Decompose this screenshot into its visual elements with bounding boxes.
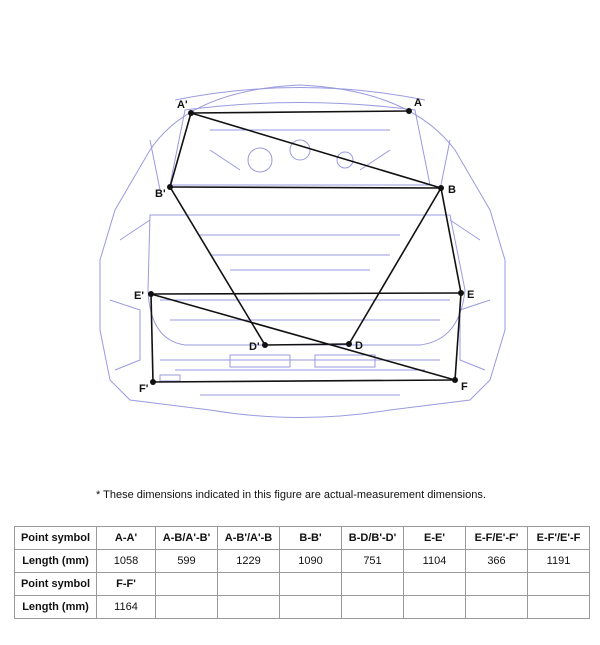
dimension-table: Point symbol A-A' A-B/A'-B' A-B'/A'-B B-… <box>14 526 590 619</box>
label-d: D <box>355 340 363 352</box>
empty-cell <box>279 572 342 596</box>
empty-cell <box>403 595 466 619</box>
empty-cell <box>155 595 218 619</box>
length-cell: 1191 <box>527 549 590 573</box>
label-b-prime: B' <box>155 188 166 200</box>
label-a-prime: A' <box>177 99 188 111</box>
point-a <box>406 108 412 114</box>
length-cell: 1229 <box>217 549 280 573</box>
point-d-prime <box>262 342 268 348</box>
length-cell: 1058 <box>96 549 156 573</box>
label-a: A <box>414 97 422 109</box>
empty-cell <box>155 572 218 596</box>
symbol-cell: A-A' <box>96 526 156 550</box>
row-header: Length (mm) <box>14 549 97 573</box>
label-f-prime: F' <box>139 383 149 395</box>
symbol-cell: F-F' <box>96 572 156 596</box>
length-cell: 1164 <box>96 595 156 619</box>
empty-cell <box>527 595 590 619</box>
symbol-cell: E-E' <box>403 526 466 550</box>
symbol-cell: A-B/A'-B' <box>155 526 218 550</box>
table-row: Point symbol F-F' <box>14 572 590 596</box>
empty-cell <box>403 572 466 596</box>
length-cell: 599 <box>155 549 218 573</box>
point-b <box>438 185 444 191</box>
car-body-outline <box>99 84 506 418</box>
empty-cell <box>217 572 280 596</box>
symbol-cell: E-F/E'-F' <box>465 526 528 550</box>
point-f-prime <box>150 379 156 385</box>
label-b: B <box>448 184 456 196</box>
point-labels: A' A B' B E' E D' D F' F <box>134 97 474 395</box>
label-f: F <box>461 381 468 393</box>
point-a-prime <box>188 110 194 116</box>
label-d-prime: D' <box>249 341 260 353</box>
length-cell: 366 <box>465 549 528 573</box>
length-cell: 1104 <box>403 549 466 573</box>
symbol-cell: B-B' <box>279 526 342 550</box>
table-row: Length (mm) 1164 <box>14 595 590 619</box>
empty-cell <box>341 572 404 596</box>
measurement-note: * These dimensions indicated in this fig… <box>96 489 486 501</box>
symbol-cell: B-D/B'-D' <box>341 526 404 550</box>
label-e: E <box>467 289 474 301</box>
label-e-prime: E' <box>134 290 144 302</box>
measurement-points <box>148 108 464 385</box>
table-row: Point symbol A-A' A-B/A'-B' A-B'/A'-B B-… <box>14 526 590 550</box>
empty-cell <box>465 595 528 619</box>
symbol-cell: E-F'/E'-F <box>527 526 590 550</box>
row-header: Length (mm) <box>14 595 97 619</box>
empty-cell <box>527 572 590 596</box>
empty-cell <box>217 595 280 619</box>
length-cell: 1090 <box>279 549 342 573</box>
point-b-prime <box>167 184 173 190</box>
vehicle-rear-body-diagram: A' A B' B E' E D' D F' F <box>99 84 506 418</box>
empty-cell <box>341 595 404 619</box>
empty-cell <box>465 572 528 596</box>
point-e <box>458 290 464 296</box>
point-d <box>346 341 352 347</box>
point-e-prime <box>148 291 154 297</box>
empty-cell <box>279 595 342 619</box>
table-row: Length (mm) 1058 599 1229 1090 751 1104 … <box>14 549 590 573</box>
symbol-cell: A-B'/A'-B <box>217 526 280 550</box>
row-header: Point symbol <box>14 572 97 596</box>
length-cell: 751 <box>341 549 404 573</box>
measurement-lines <box>150 110 462 383</box>
row-header: Point symbol <box>14 526 97 550</box>
point-f <box>452 377 458 383</box>
